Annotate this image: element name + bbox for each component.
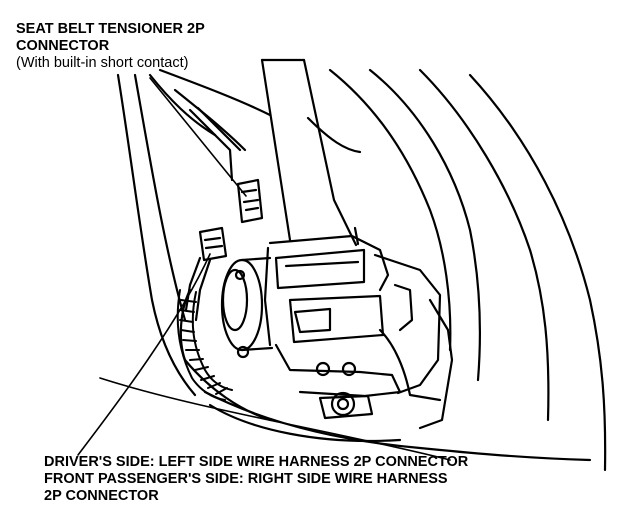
door-opening-outline [306,68,607,472]
harness-callout-line2: FRONT PASSENGER'S SIDE: RIGHT SIDE WIRE … [44,471,448,487]
harness-callout-line3: 2P CONNECTOR [44,488,159,504]
tensioner-retractor [263,226,442,398]
harness-callout-line1: DRIVER'S SIDE: LEFT SIDE WIRE HARNESS 2P… [44,454,469,470]
mounting-holes [315,361,357,377]
callout-title-line1: SEAT BELT TENSIONER 2P [16,21,205,37]
leader-lines [77,77,451,461]
retractor-spool [220,256,274,359]
seat-belt-webbing [260,58,358,247]
body-panel-outline [116,68,592,462]
mounting-bolt [318,391,374,420]
tensioner-connector-callout: SEAT BELT TENSIONER 2P CONNECTOR (With b… [16,21,205,72]
harness-connector-callout: DRIVER'S SIDE: LEFT SIDE WIRE HARNESS 2P… [44,454,468,505]
tensioner-2p-connector [236,178,264,224]
callout-title-line2: CONNECTOR [16,38,110,54]
callout-subtitle: (With built-in short contact) [16,55,189,71]
